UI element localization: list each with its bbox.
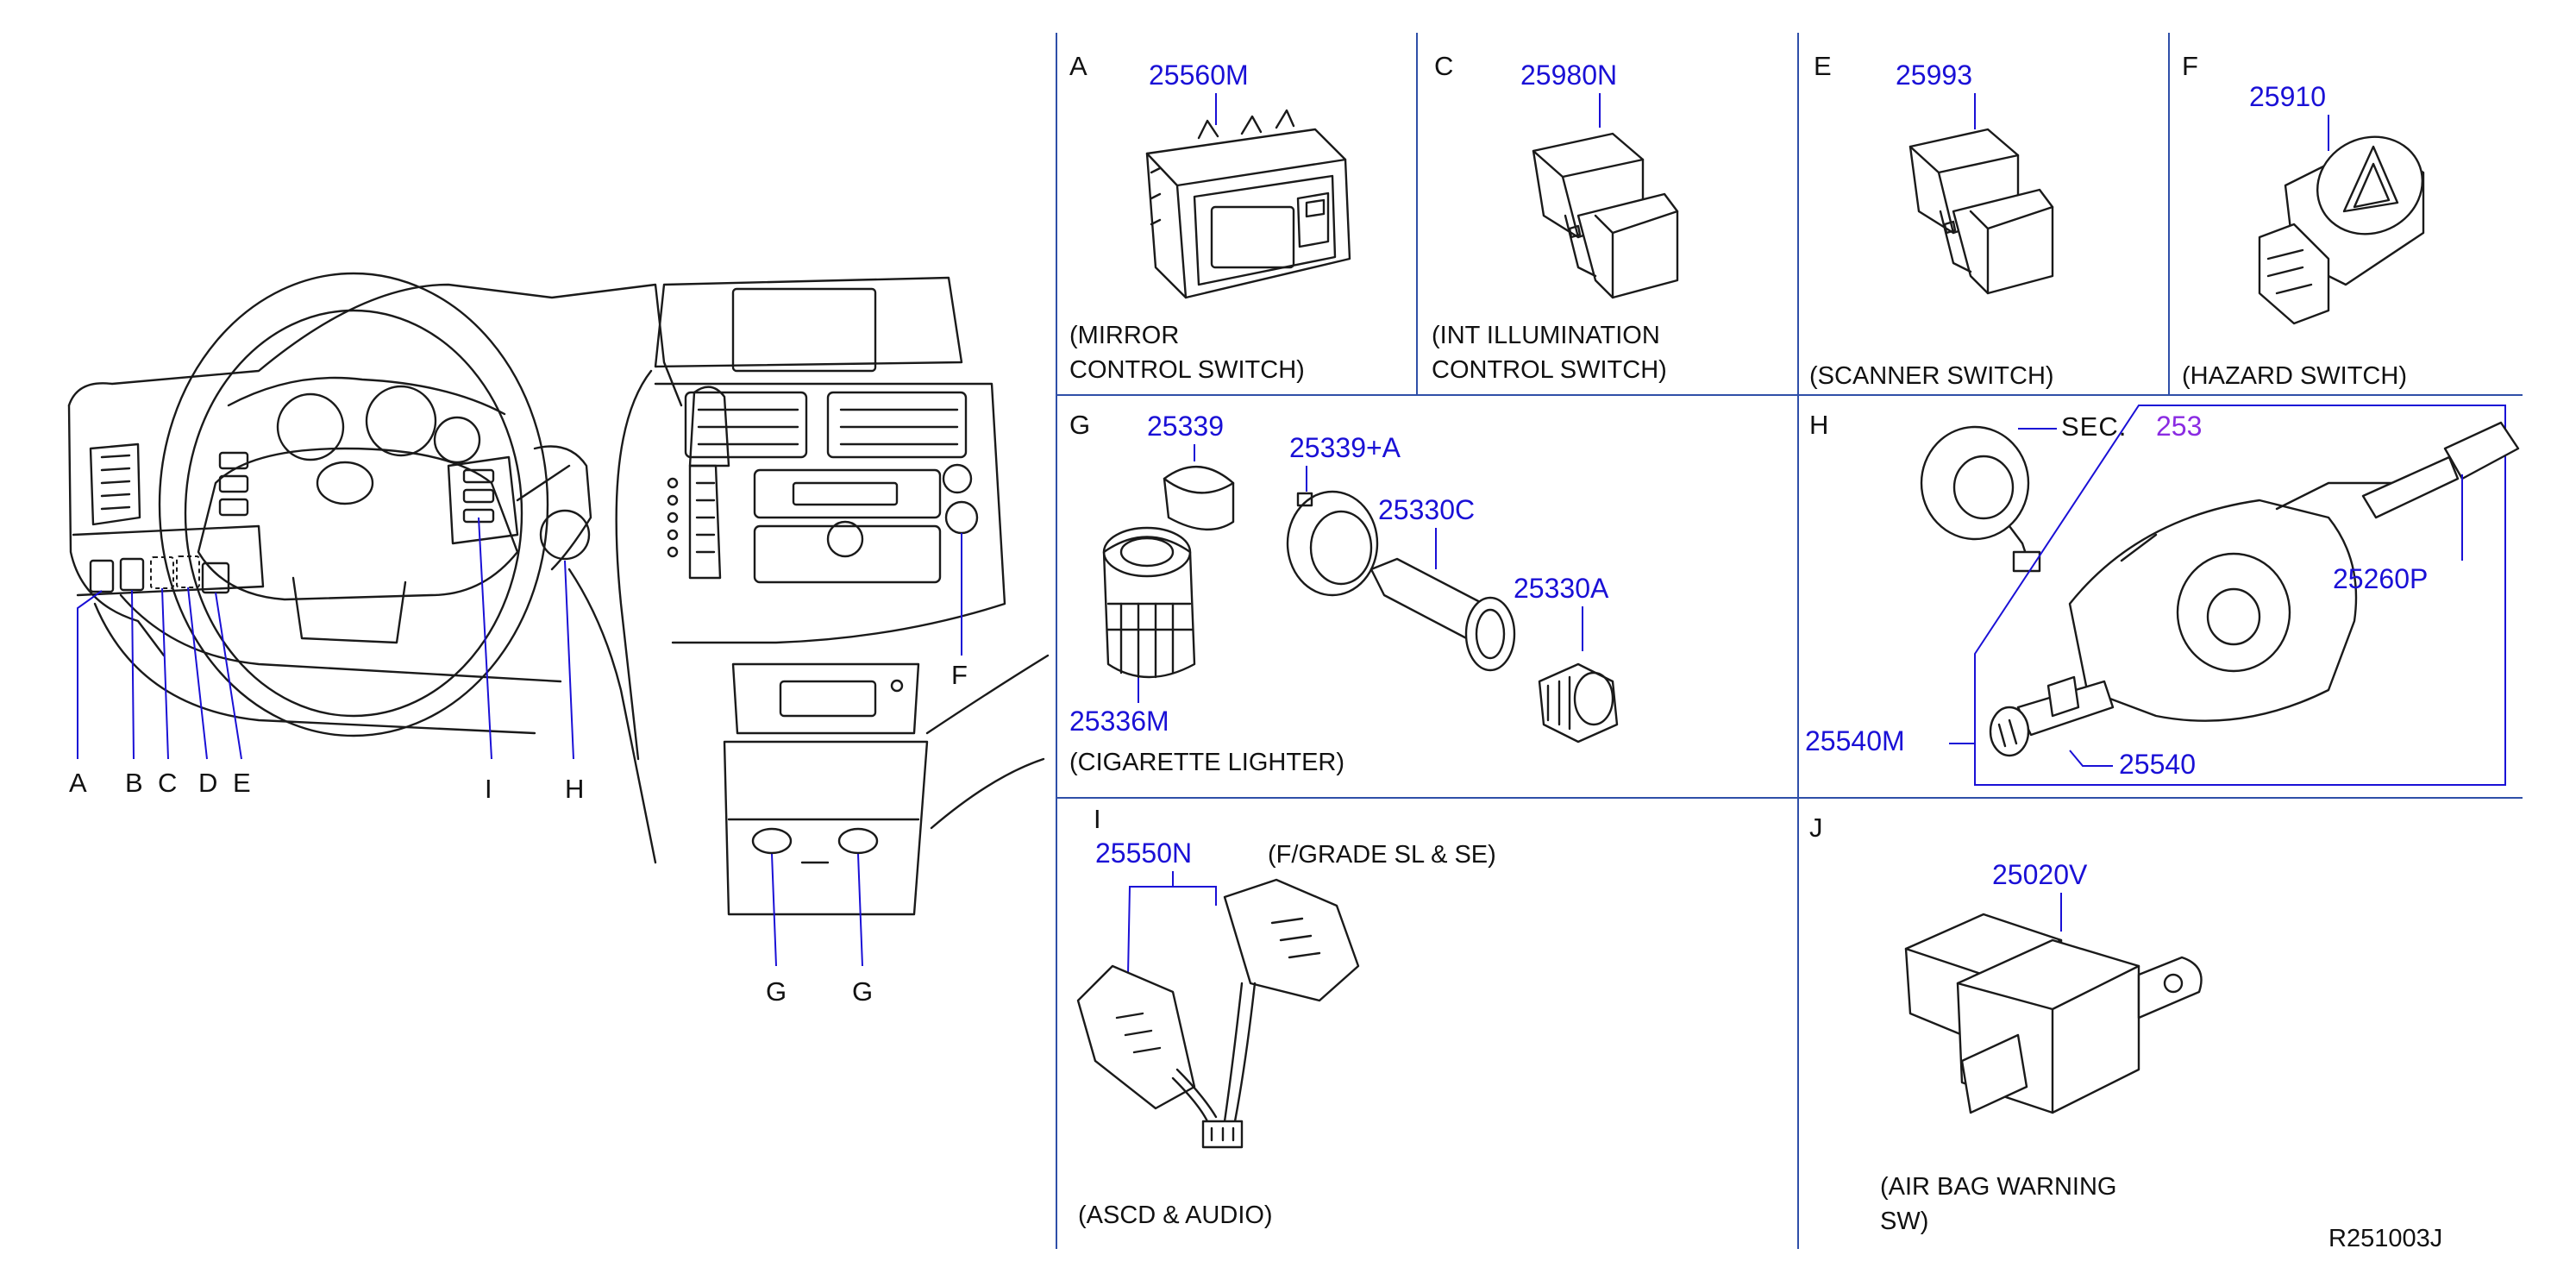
panel-c: C 25980N (INT ILLUMINATION CONTROL SWITC… xyxy=(1432,51,1679,384)
hazard-switch-drawing xyxy=(2258,135,2425,325)
panel-i: I 25550N (F/GRADE SL & SE) (ASCD & AUDIO… xyxy=(1076,804,1496,1229)
panel-h-part-25540m: 25540M xyxy=(1805,725,1905,756)
panel-g: G 25339 25339+A 25330C 25330A 25336M xyxy=(1069,410,1619,776)
panel-f-caption-1: (HAZARD SWITCH) xyxy=(2182,362,2407,390)
overview-letter-a: A xyxy=(69,768,88,798)
panel-j-caption-2: SW) xyxy=(1880,1208,1928,1235)
panel-j-letter: J xyxy=(1809,813,1824,843)
overview-letter-h: H xyxy=(565,774,585,804)
overview-leaders xyxy=(77,517,962,967)
panel-i-letter: I xyxy=(1094,804,1102,834)
overview-letter-d: D xyxy=(198,768,218,798)
panel-g-part-25339a: 25339+A xyxy=(1289,432,1401,463)
mirror-control-switch-drawing xyxy=(1145,109,1351,299)
panel-g-part-25339: 25339 xyxy=(1147,411,1224,442)
panel-h-part-25540: 25540 xyxy=(2119,749,2196,780)
panel-g-part-25330c: 25330C xyxy=(1378,494,1475,525)
panel-f-part: 25910 xyxy=(2249,81,2326,112)
overview-letters: A B C D E I H F G G xyxy=(69,660,968,1007)
panel-e-letter: E xyxy=(1814,51,1833,81)
panel-j-caption-1: (AIR BAG WARNING xyxy=(1880,1173,2116,1201)
overview-letter-b: B xyxy=(125,768,144,798)
panel-f: F 25910 (HAZARD SWITCH) xyxy=(2182,51,2425,390)
overview-letter-i: I xyxy=(485,774,493,804)
cigarette-lighter-drawing xyxy=(1102,466,1619,744)
combination-switch-drawing xyxy=(1989,421,2520,757)
figure-code: R251003J xyxy=(2328,1225,2442,1252)
panel-i-part: 25550N xyxy=(1095,838,1192,869)
overview-letter-e: E xyxy=(233,768,252,798)
panel-a-caption-1: (MIRROR xyxy=(1069,322,1179,349)
overview-letter-g1: G xyxy=(766,976,787,1007)
overview-letter-f: F xyxy=(951,660,968,690)
steering-switch-drawing xyxy=(1076,878,1360,1149)
panel-e: E 25993 (SCANNER SWITCH) xyxy=(1809,51,2054,390)
airbag-warning-switch-drawing xyxy=(1904,913,2203,1114)
panel-g-letter: G xyxy=(1069,410,1091,440)
panel-a-letter: A xyxy=(1069,51,1088,81)
panel-h-letter: H xyxy=(1809,410,1829,440)
panel-a: A 25560M (MIRROR CONTROL SWITCH) xyxy=(1069,51,1351,384)
panel-h-part-25260p: 25260P xyxy=(2333,563,2428,594)
panel-h: H SEC. 253 25260P 25540M xyxy=(1805,405,2520,786)
panel-i-caption-1: (ASCD & AUDIO) xyxy=(1078,1202,1273,1229)
overview-letter-g2: G xyxy=(852,976,874,1007)
panel-a-caption-2: CONTROL SWITCH) xyxy=(1069,356,1305,384)
panel-c-caption-1: (INT ILLUMINATION xyxy=(1432,322,1660,349)
spiral-cable-drawing xyxy=(1920,425,2041,573)
panel-g-part-25330a: 25330A xyxy=(1514,573,1609,604)
panel-g-caption-1: (CIGARETTE LIGHTER) xyxy=(1069,749,1344,776)
panel-j: J 25020V (AIR BAG WARNING SW) xyxy=(1809,813,2203,1235)
panel-c-letter: C xyxy=(1434,51,1454,81)
panel-j-part: 25020V xyxy=(1992,859,2088,890)
panel-e-caption-1: (SCANNER SWITCH) xyxy=(1809,362,2054,390)
overview-letter-c: C xyxy=(158,768,178,798)
int-illumination-switch-drawing xyxy=(1532,132,1679,299)
panel-c-caption-2: CONTROL SWITCH) xyxy=(1432,356,1667,384)
panel-c-part: 25980N xyxy=(1520,60,1617,91)
panel-g-part-25336m: 25336M xyxy=(1069,706,1169,737)
panel-a-part: 25560M xyxy=(1149,60,1249,91)
panel-f-letter: F xyxy=(2182,51,2199,81)
panel-e-part: 25993 xyxy=(1896,60,1972,91)
panel-h-sec-number: 253 xyxy=(2156,411,2202,442)
panel-i-note: (F/GRADE SL & SE) xyxy=(1268,841,1496,869)
panel-h-sec-label: SEC. xyxy=(2061,411,2127,442)
dashboard-overview xyxy=(67,272,1050,916)
panel-grid xyxy=(1056,33,2523,1249)
scanner-switch-drawing xyxy=(1908,128,2054,295)
